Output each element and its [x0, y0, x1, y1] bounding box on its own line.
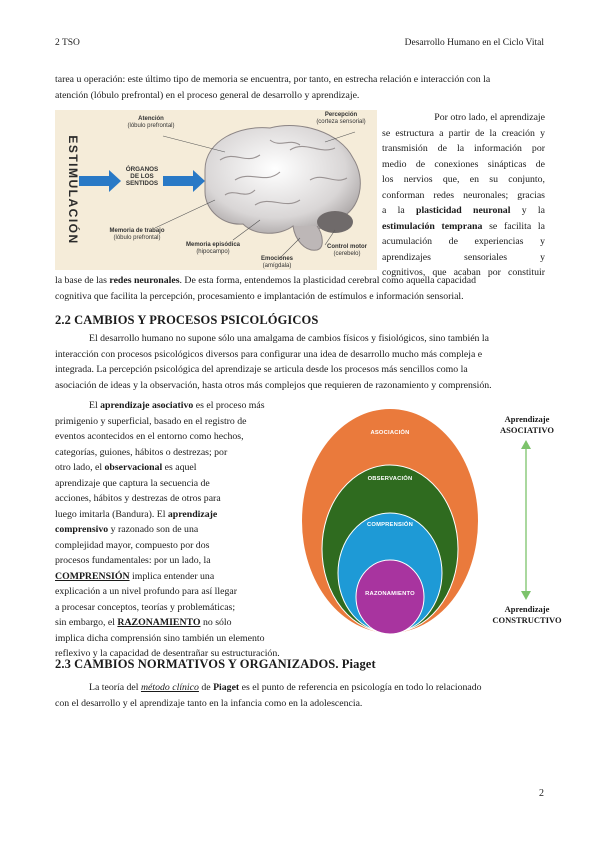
- intro-paragraph: tarea u operación: este último tipo de m…: [55, 74, 491, 101]
- label-percepcion: Percepción (corteza sensorial): [316, 112, 366, 125]
- section-2-2-paragraph: El desarrollo humano no supone sólo una …: [55, 333, 492, 391]
- learning-circles-diagram: ASOCIACIÓN OBSERVACIÓN COMPRENSIÓN RAZON…: [300, 404, 480, 635]
- header-right: Desarrollo Humano en el Ciclo Vital: [404, 38, 544, 48]
- label-memoria-trabajo: Memoria de trabajo (lóbulo prefrontal): [109, 228, 165, 241]
- label-razonamiento: RAZONAMIENTO: [365, 591, 415, 597]
- arrow-left-icon: [79, 170, 121, 192]
- ring-razonamiento: [355, 559, 425, 635]
- label-aprendizaje-constructivo: Aprendizaje CONSTRUCTIVO: [492, 604, 562, 625]
- label-emociones: Emociones (amígdala): [260, 256, 293, 269]
- page-number: 2: [539, 788, 544, 799]
- label-comprension: COMPRENSIÓN: [366, 522, 413, 528]
- stimulation-banner: ESTIMULACIÓN: [66, 135, 81, 244]
- aprendizaje-paragraph: Por otro lado, el aprendizaje se estruct…: [382, 112, 546, 278]
- plasticidad-paragraph: la base de las redes neuronales. De esta…: [55, 275, 477, 302]
- section-2-3-paragraph: La teoría del método clínico de Piaget e…: [55, 682, 482, 709]
- header-left: 2 TSO: [55, 38, 80, 48]
- brain-icon: [204, 125, 361, 251]
- brain-illustration: ESTIMULACIÓN: [66, 125, 361, 259]
- double-arrow-icon: [521, 440, 531, 600]
- label-control-motor: Control motor (cerebelo): [327, 244, 367, 257]
- section-2-2-title: 2.2 CAMBIOS Y PROCESOS PSICOLÓGICOS: [55, 313, 319, 327]
- section-2-3-title: 2.3 CAMBIOS NORMATIVOS Y ORGANIZADOS. Pi…: [55, 657, 376, 671]
- label-aprendizaje-asociativo: Aprendizaje ASOCIATIVO: [500, 414, 554, 435]
- arrow-right-icon: [163, 170, 205, 192]
- brain-figure: ESTIMULACIÓN Atención (lóbulo pre: [55, 110, 377, 270]
- label-memoria-episodica: Memoria episódica (hipocampo): [185, 242, 241, 255]
- label-asociacion: ASOCIACIÓN: [370, 430, 410, 436]
- label-observacion: OBSERVACIÓN: [367, 476, 413, 482]
- label-atencion: Atención (lóbulo prefrontal): [127, 116, 175, 129]
- aprendizaje-types-paragraph: El aprendizaje asociativo es el proceso …: [55, 400, 280, 659]
- label-organos: ÓRGANOS DE LOS SENTIDOS: [125, 166, 159, 187]
